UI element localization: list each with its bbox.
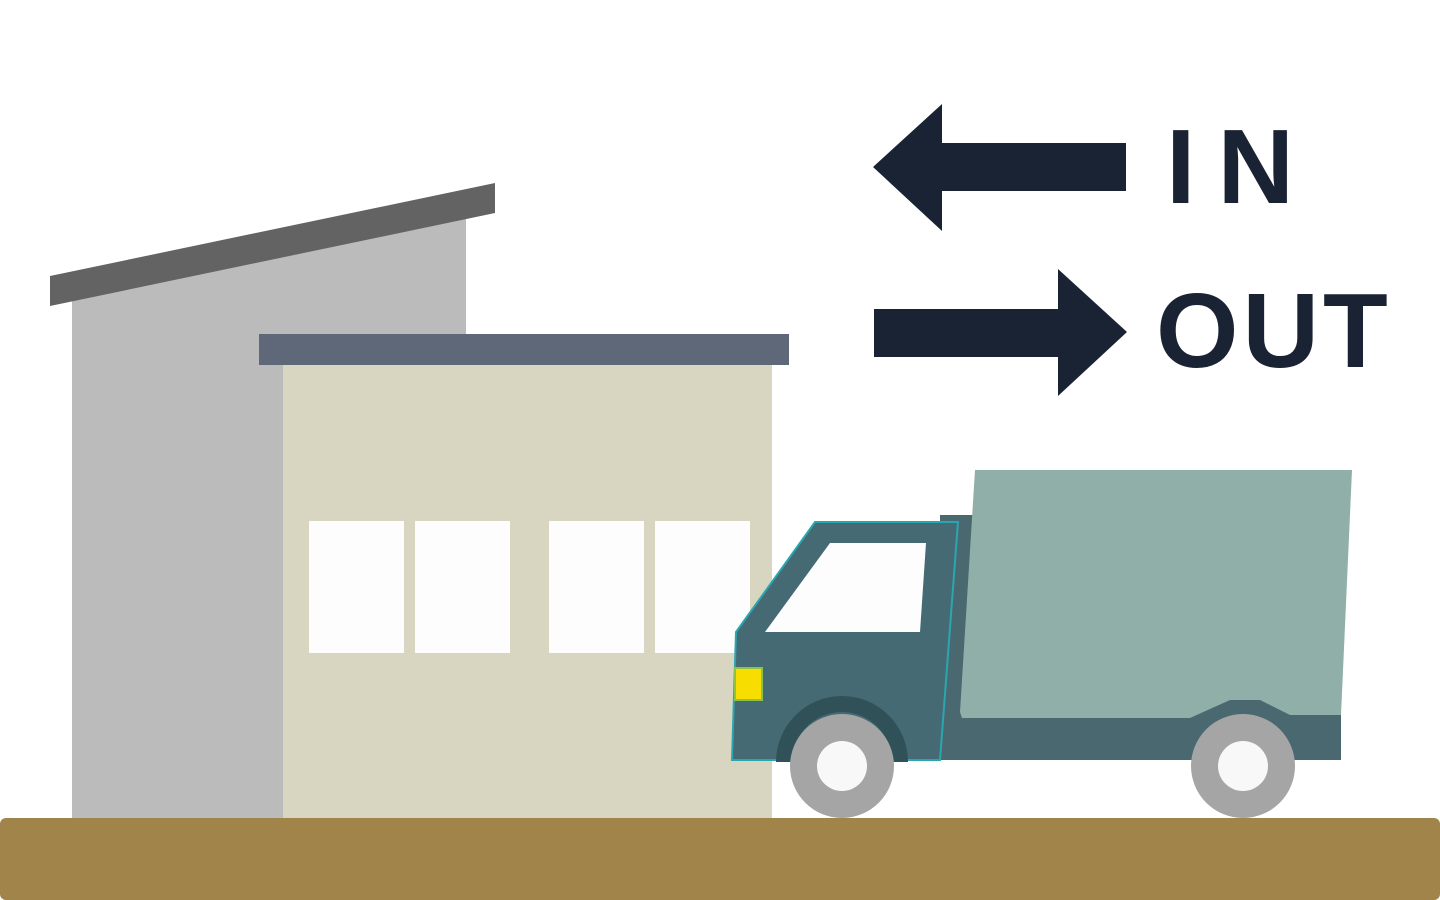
warehouse-icon bbox=[50, 183, 789, 818]
window bbox=[549, 521, 644, 653]
truck-rear-hub bbox=[1218, 741, 1268, 791]
truck-headlight bbox=[734, 667, 763, 701]
ground bbox=[0, 818, 1440, 900]
window bbox=[655, 521, 750, 653]
truck-front-hub bbox=[817, 741, 867, 791]
in-label: IN bbox=[1166, 108, 1316, 226]
truck-wheel-arch bbox=[776, 696, 908, 762]
arrow-right-icon bbox=[874, 269, 1127, 396]
window bbox=[309, 521, 404, 653]
arrow-left-icon bbox=[873, 104, 1126, 231]
back-building-roof bbox=[50, 183, 495, 306]
front-building-roof bbox=[259, 334, 789, 365]
truck-cargo-box bbox=[960, 470, 1352, 718]
out-label: OUT bbox=[1156, 272, 1392, 390]
window bbox=[415, 521, 510, 653]
truck-window bbox=[765, 543, 926, 632]
truck-icon bbox=[730, 470, 1352, 818]
